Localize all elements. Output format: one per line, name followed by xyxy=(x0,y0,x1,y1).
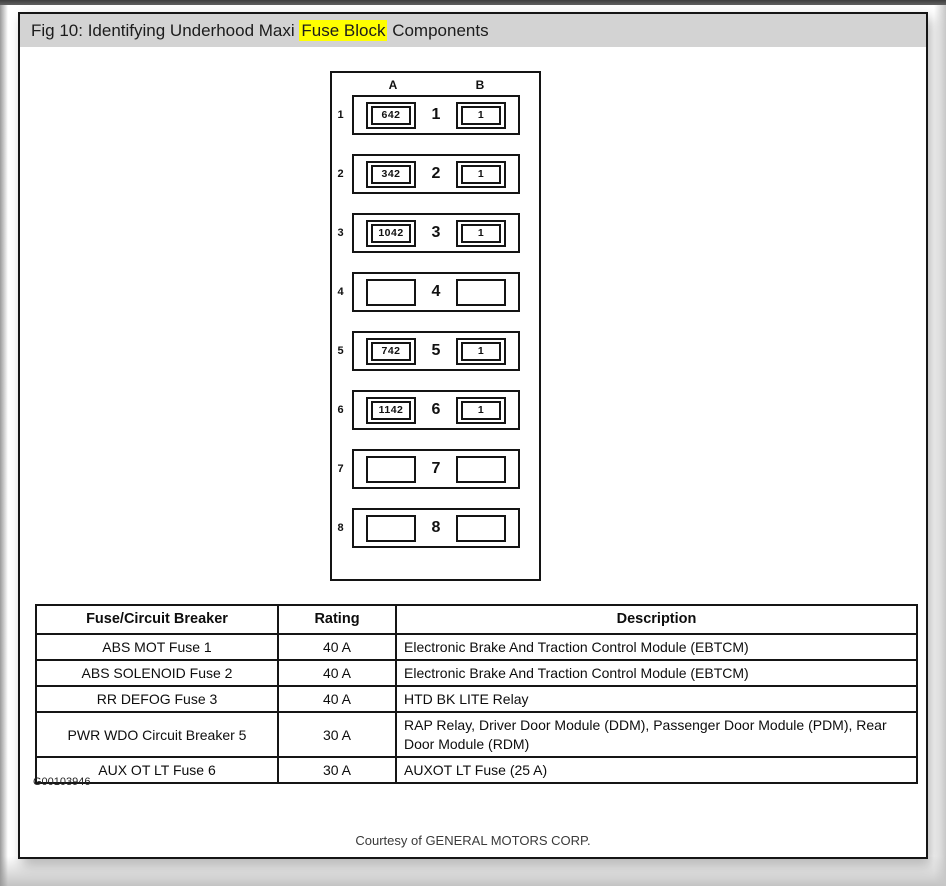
cell-description: RAP Relay, Driver Door Module (DDM), Pas… xyxy=(395,711,918,758)
search-highlight: Fuse Block xyxy=(299,19,388,41)
fuse-slot-b-label: 1 xyxy=(461,341,501,361)
col-header-rating: Rating xyxy=(277,604,397,635)
row-number: 2 xyxy=(337,168,344,180)
figure-panel: Fig 10: Identifying Underhood Maxi Fuse … xyxy=(18,12,928,859)
fuse-module: 4 xyxy=(352,272,520,312)
row-number: 4 xyxy=(337,286,344,298)
row-number: 6 xyxy=(337,404,344,416)
fuse-row: 6 1142 6 1 xyxy=(332,390,539,430)
fuse-slot-a: 1142 xyxy=(366,396,416,424)
fuse-slot-a xyxy=(366,455,416,483)
row-number: 7 xyxy=(337,463,344,475)
row-number: 5 xyxy=(337,345,344,357)
module-number: 3 xyxy=(431,224,441,241)
fuse-slot-b-label: 1 xyxy=(461,400,501,420)
fuse-table: Fuse/Circuit Breaker Rating Description … xyxy=(35,604,918,784)
figure-title-bar: Fig 10: Identifying Underhood Maxi Fuse … xyxy=(20,14,926,47)
cell-description: HTD BK LITE Relay xyxy=(395,685,918,714)
row-number: 8 xyxy=(337,522,344,534)
fuse-slot-a-label: 642 xyxy=(371,105,411,125)
fuse-slot-a: 642 xyxy=(366,101,416,129)
fuse-module: 8 xyxy=(352,508,520,548)
diagram-column-b-label: B xyxy=(475,78,485,92)
fuse-slot-b: 1 xyxy=(456,101,506,129)
fuse-slot-a-label: 1142 xyxy=(371,400,411,420)
fuse-row: 1 642 1 1 xyxy=(332,95,539,135)
cell-rating: 40 A xyxy=(277,659,397,688)
fuse-slot-b: 1 xyxy=(456,337,506,365)
fuse-slot-b xyxy=(456,514,506,542)
fuse-slot-a-label: 742 xyxy=(371,341,411,361)
diagram-column-a-label: A xyxy=(388,78,398,92)
cell-fuse-name: ABS SOLENOID Fuse 2 xyxy=(35,659,279,688)
fuse-slot-a: 742 xyxy=(366,337,416,365)
fuse-slot-a-label: 1042 xyxy=(371,223,411,243)
row-number: 3 xyxy=(337,227,344,239)
row-number: 1 xyxy=(337,109,344,121)
module-number: 5 xyxy=(431,342,441,359)
fuse-slot-b: 1 xyxy=(456,219,506,247)
module-number: 2 xyxy=(431,165,441,182)
cell-rating: 40 A xyxy=(277,632,397,662)
cell-fuse-name: RR DEFOG Fuse 3 xyxy=(35,685,279,714)
title-prefix: Fig 10: Identifying Underhood Maxi xyxy=(31,20,300,40)
fuse-slot-b: 1 xyxy=(456,396,506,424)
fuse-slot-b xyxy=(456,455,506,483)
fuse-slot-a-label: 342 xyxy=(371,164,411,184)
courtesy-note: Courtesy of GENERAL MOTORS CORP. xyxy=(355,833,591,848)
col-header-description: Description xyxy=(395,604,918,635)
fuse-slot-a: 342 xyxy=(366,160,416,188)
title-suffix: Components xyxy=(387,20,489,40)
figure-id: G00103946 xyxy=(33,776,91,788)
fuse-slot-b-label: 1 xyxy=(461,223,501,243)
figure-title: Fig 10: Identifying Underhood Maxi Fuse … xyxy=(31,19,489,41)
cell-rating: 40 A xyxy=(277,685,397,714)
fuse-slot-a xyxy=(366,278,416,306)
cell-rating: 30 A xyxy=(277,755,397,784)
cell-description: AUXOT LT Fuse (25 A) xyxy=(395,755,918,784)
cell-description: Electronic Brake And Traction Control Mo… xyxy=(395,632,918,662)
fuse-row: 5 742 5 1 xyxy=(332,331,539,371)
col-header-fuse-circuit-breaker: Fuse/Circuit Breaker xyxy=(35,604,279,635)
cell-rating: 30 A xyxy=(277,711,397,758)
window-top-edge xyxy=(0,0,946,5)
fuse-module: 7 xyxy=(352,449,520,489)
cell-fuse-name: PWR WDO Circuit Breaker 5 xyxy=(35,711,279,758)
fuse-slot-b-label: 1 xyxy=(461,164,501,184)
fuse-module: 1042 3 1 xyxy=(352,213,520,253)
module-number: 6 xyxy=(431,401,441,418)
cell-description: Electronic Brake And Traction Control Mo… xyxy=(395,659,918,688)
module-number: 7 xyxy=(431,460,441,477)
fuse-module: 642 1 1 xyxy=(352,95,520,135)
cell-fuse-name: ABS MOT Fuse 1 xyxy=(35,632,279,662)
fuse-module: 342 2 1 xyxy=(352,154,520,194)
module-number: 8 xyxy=(431,519,441,536)
fuse-slot-b xyxy=(456,278,506,306)
fuse-slot-b: 1 xyxy=(456,160,506,188)
fuse-row: 2 342 2 1 xyxy=(332,154,539,194)
module-number: 4 xyxy=(431,283,441,300)
fuse-row: 3 1042 3 1 xyxy=(332,213,539,253)
fuse-table-header-row: Fuse/Circuit Breaker Rating Description xyxy=(35,604,918,635)
fuse-slot-b-label: 1 xyxy=(461,105,501,125)
module-number: 1 xyxy=(431,106,441,123)
cell-fuse-name: AUX OT LT Fuse 6 xyxy=(35,755,279,784)
fuse-module: 1142 6 1 xyxy=(352,390,520,430)
fuse-slot-a: 1042 xyxy=(366,219,416,247)
fuse-slot-a xyxy=(366,514,416,542)
fuse-module: 742 5 1 xyxy=(352,331,520,371)
